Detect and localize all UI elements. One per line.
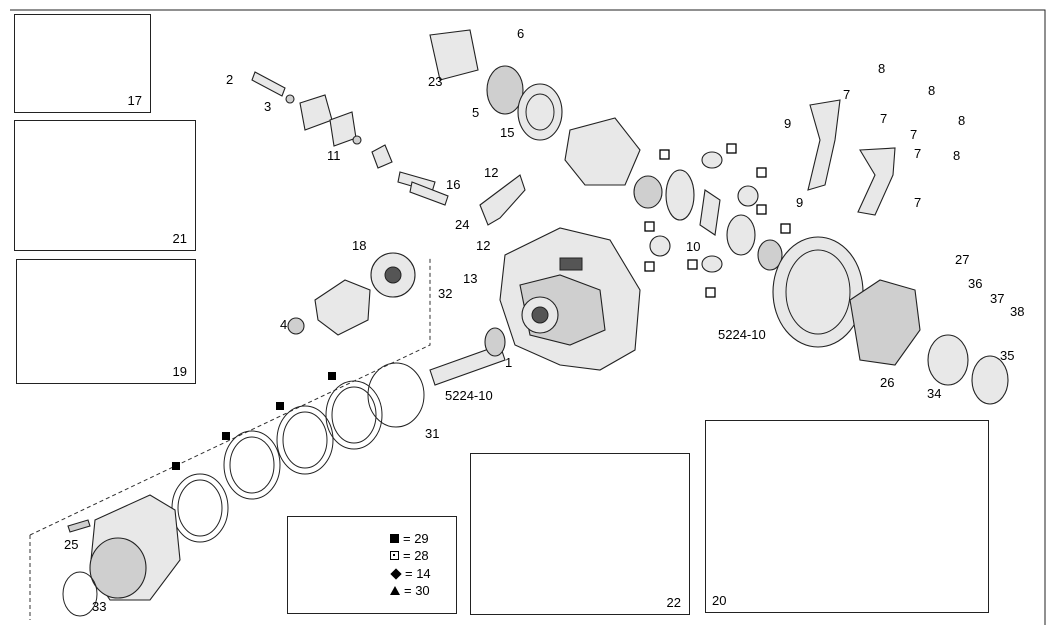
legend-text: = 30 — [404, 583, 430, 598]
callout-9a: 9 — [784, 116, 792, 131]
callout-34: 34 — [927, 386, 942, 401]
callout-33: 33 — [92, 599, 107, 614]
callout-8c: 8 — [958, 113, 966, 128]
legend-text: = 14 — [405, 566, 431, 581]
inset-box-22: 22 — [470, 453, 690, 615]
legend-row-29: = 29 — [390, 531, 429, 546]
callout-2: 2 — [226, 72, 234, 87]
filled-square-icon — [390, 534, 399, 543]
callout-23: 23 — [428, 74, 443, 89]
callout-13: 13 — [463, 271, 478, 286]
inset-box-17: 17 — [14, 14, 151, 113]
ratio-label-right: 5224-10 — [718, 327, 766, 342]
ratio-label-left: 5224-10 — [445, 388, 493, 403]
callout-7a: 7 — [843, 87, 851, 102]
callout-7b: 7 — [910, 127, 918, 142]
callout-10: 10 — [686, 239, 701, 254]
inset-box-21: 21 — [14, 120, 196, 251]
callout-32: 32 — [438, 286, 453, 301]
legend-text: = 28 — [403, 548, 429, 563]
callout-1: 1 — [505, 355, 513, 370]
callout-5: 5 — [472, 105, 480, 120]
callout-35: 35 — [1000, 348, 1015, 363]
callout-11: 11 — [327, 148, 341, 163]
callout-9b: 9 — [796, 195, 804, 210]
callout-36: 36 — [968, 276, 983, 291]
callout-25: 25 — [64, 537, 79, 552]
callout-26: 26 — [880, 375, 895, 390]
callout-12b: 12 — [476, 238, 491, 253]
callout-31: 31 — [425, 426, 440, 441]
inset-label-22: 22 — [666, 595, 681, 610]
callout-7e: 7 — [914, 195, 922, 210]
callout-8a: 8 — [878, 61, 886, 76]
inset-label-20: 20 — [712, 593, 727, 608]
callout-4: 4 — [280, 317, 288, 332]
callout-15: 15 — [500, 125, 515, 140]
inset-label-21: 21 — [172, 231, 187, 246]
pinion-shaft — [429, 344, 506, 386]
diamond-icon — [390, 567, 402, 580]
inset-box-19: 19 — [16, 259, 196, 384]
callout-27: 27 — [955, 252, 970, 267]
callout-8b: 8 — [928, 83, 936, 98]
callout-3: 3 — [264, 99, 272, 114]
inset-label-17: 17 — [127, 93, 142, 108]
callout-7c: 7 — [880, 111, 888, 126]
legend-row-28: = 28 — [390, 548, 429, 563]
triangle-icon — [390, 586, 400, 595]
callout-18: 18 — [352, 238, 367, 253]
legend-text: = 29 — [403, 531, 429, 546]
callout-6: 6 — [517, 26, 525, 41]
callout-37: 37 — [990, 291, 1005, 306]
axle-housing — [499, 227, 641, 371]
inset-box-20: 20 — [705, 420, 989, 613]
callout-16: 16 — [446, 177, 461, 192]
callout-12a: 12 — [484, 165, 499, 180]
inset-label-19: 19 — [172, 364, 187, 379]
callout-38: 38 — [1010, 304, 1025, 319]
legend-row-14: = 14 — [390, 566, 431, 581]
callout-8d: 8 — [953, 148, 961, 163]
callout-7d: 7 — [914, 146, 922, 161]
legend-box: = 29 = 28 = 14 = 30 — [287, 516, 457, 614]
legend-row-30: = 30 — [390, 583, 430, 598]
callout-24: 24 — [455, 217, 470, 232]
dotted-square-icon — [390, 551, 399, 560]
